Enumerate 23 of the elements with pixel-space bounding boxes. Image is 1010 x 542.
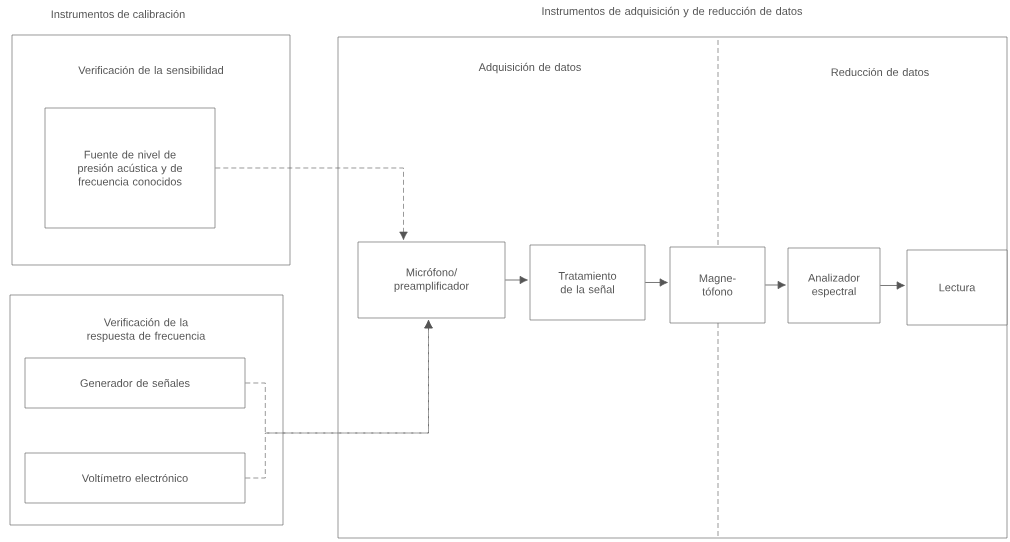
group-box	[11, 34, 291, 266]
arrow	[764, 280, 786, 290]
process-box: Tratamiento de la señal	[529, 244, 646, 321]
process-box: Voltímetro electrónico	[24, 452, 246, 504]
heading: Verificación de la respuesta de frecuencia	[87, 318, 206, 342]
arrow	[504, 275, 528, 285]
heading: Instrumentos de adquisición y de reducción de datos	[542, 6, 803, 18]
arrow	[879, 281, 905, 290]
process-box: Lectura	[906, 249, 1008, 326]
process-box: Micrófono/ preamplificador	[357, 241, 506, 319]
process-box: Generador de señales	[24, 357, 246, 409]
process-box: Magne-tófono	[669, 246, 766, 324]
group-box	[9, 294, 284, 526]
group-box	[337, 6, 1008, 539]
arrow	[245, 319, 433, 479]
arrow	[644, 278, 668, 287]
heading: Reducción de datos	[831, 67, 929, 77]
arrow	[215, 167, 408, 241]
heading: Verificación de la sensibilidad	[78, 65, 223, 75]
heading: Instrumentos de calibración	[51, 9, 185, 19]
process-box: Fuente de nivel de presión acústica y de frecuencia conocidos	[44, 107, 216, 229]
process-box: Analizador espectral	[787, 247, 881, 324]
heading: Adquisición de datos	[478, 62, 581, 74]
